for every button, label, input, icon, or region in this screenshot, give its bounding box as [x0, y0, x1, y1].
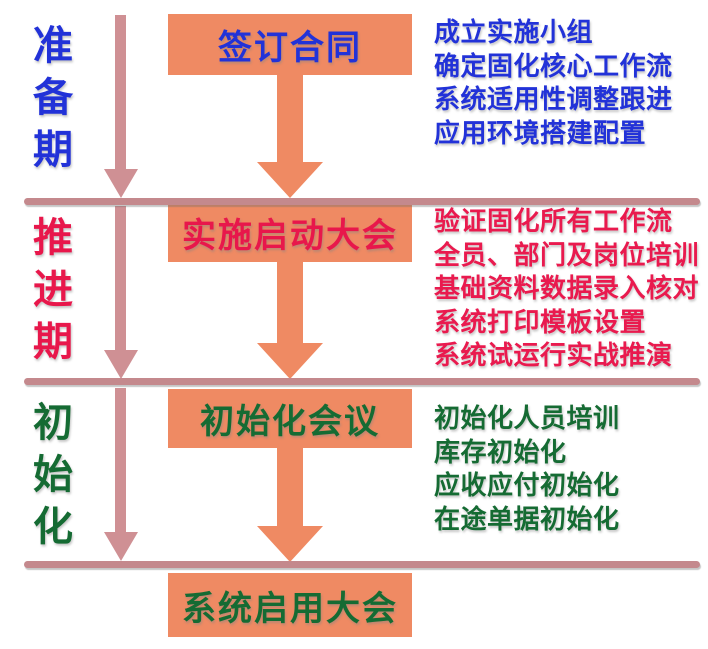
task-item: 库存初始化	[434, 436, 567, 467]
flow-arrow-shaft-3	[277, 448, 303, 527]
phase-label-initialization: 初始化	[33, 401, 73, 549]
task-list-phase3: 初始化人员培训 库存初始化 应收应付初始化 在途单据初始化	[434, 402, 620, 536]
task-item: 应收应付初始化	[434, 470, 620, 500]
task-item: 系统适用性调整跟进	[434, 84, 673, 114]
flow-arrow-shaft-1	[277, 75, 303, 163]
timeline-arrow-down-icon	[104, 169, 138, 198]
milestone-box-sign-contract: 签订合同	[168, 14, 412, 75]
phase-divider-line-3	[24, 561, 700, 568]
task-item: 全员、部门及岗位培训	[434, 239, 700, 270]
milestone-box-sign-contract-label: 签订合同	[218, 29, 362, 67]
phase-label-advancement: 推进期	[33, 216, 73, 364]
task-item: 应用环境搭建配置	[434, 117, 647, 148]
task-list-phase2: 验证固化所有工作流 全员、部门及岗位培训 基础资料数据录入核对 系统打印模板设置…	[434, 205, 699, 373]
timeline-arrow-shaft-phase2	[115, 206, 126, 351]
milestone-box-kickoff-meeting-label: 实施启动大会	[182, 216, 398, 255]
timeline-arrow-shaft-phase3	[115, 388, 126, 533]
flow-arrow-down-icon	[257, 526, 323, 562]
phase-divider-line-2	[24, 378, 700, 385]
milestone-box-initialization-meeting-label: 初始化会议	[200, 403, 380, 441]
task-item: 成立实施小组	[434, 17, 594, 47]
task-item: 验证固化所有工作流	[434, 206, 673, 236]
flow-arrow-shaft-2	[277, 262, 303, 344]
task-item: 在途单据初始化	[434, 503, 620, 534]
task-item: 系统试运行实战推演	[434, 340, 673, 370]
timeline-arrow-down-icon	[104, 532, 138, 561]
flow-arrow-down-icon	[257, 343, 323, 379]
timeline-arrow-shaft-phase1	[115, 15, 126, 171]
task-item: 系统打印模板设置	[434, 306, 647, 337]
task-list-phase1: 成立实施小组 确定固化核心工作流 系统适用性调整跟进 应用环境搭建配置	[434, 16, 673, 150]
phase-label-preparation: 准备期	[33, 24, 73, 172]
phase-divider-line-1	[24, 198, 700, 205]
milestone-box-kickoff-meeting: 实施启动大会	[168, 202, 412, 262]
flow-arrow-down-icon	[257, 162, 323, 198]
task-item: 确定固化核心工作流	[434, 50, 673, 81]
timeline-arrow-down-icon	[104, 350, 138, 379]
task-item: 基础资料数据录入核对	[434, 273, 700, 303]
milestone-box-golive-meeting: 系统启用大会	[168, 573, 412, 637]
milestone-box-golive-meeting-label: 系统启用大会	[182, 589, 398, 628]
milestone-box-initialization-meeting: 初始化会议	[168, 389, 412, 448]
task-item: 初始化人员培训	[434, 403, 620, 433]
